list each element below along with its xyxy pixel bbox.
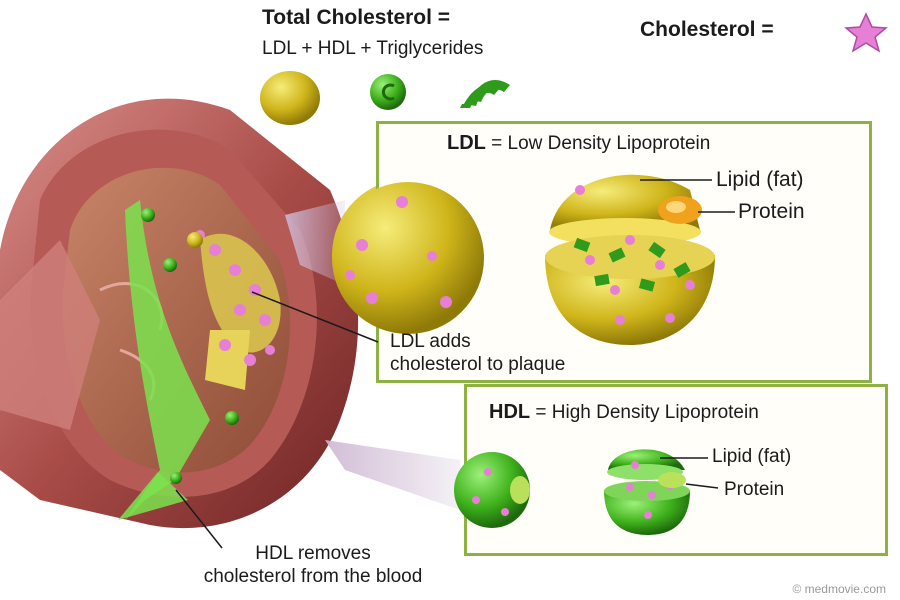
ldl-plaque-leader	[251, 291, 379, 343]
hdl-flow-arrow	[125, 200, 210, 520]
hdl-particle-icon	[370, 74, 406, 110]
total-cholesterol-formula: LDL + HDL + Triglycerides	[262, 38, 484, 59]
hdl-zoom-beam	[325, 440, 460, 510]
hdl-panel-title: HDL = High Density Lipoprotein	[489, 401, 759, 424]
hdl-removal-callout: HDL removes cholesterol from the blood	[148, 542, 478, 588]
ldl-lipid-label: Lipid (fat)	[716, 168, 804, 191]
ldl-full-name: = Low Density Lipoprotein	[491, 133, 711, 154]
hdl-protein-leader	[685, 483, 719, 489]
hdl-callout-line-1: HDL removes	[255, 543, 371, 564]
hdl-sphere	[454, 452, 530, 528]
ldl-abbr: LDL	[447, 132, 486, 154]
hdl-info-panel: HDL = High Density Lipoprotein	[464, 384, 888, 556]
hdl-lipid-label: Lipid (fat)	[712, 446, 792, 467]
hdl-full-name: = High Density Lipoprotein	[535, 402, 759, 423]
cholesterol-star-icon	[844, 12, 888, 53]
ldl-plaque-callout: LDL adds cholesterol to plaque	[390, 330, 565, 376]
hdl-protein-label: Protein	[724, 479, 785, 500]
triglycerides-icon	[460, 80, 510, 108]
copyright-watermark: © medmovie.com	[792, 582, 886, 596]
ldl-callout-line-2: cholesterol to plaque	[390, 354, 566, 375]
ldl-callout-line-1: LDL adds	[390, 331, 471, 352]
hdl-cutaway	[604, 449, 690, 535]
ldl-zoom-beam	[285, 200, 345, 285]
plaque-cholesterol-dots	[195, 230, 275, 366]
hdl-callout-line-2: cholesterol from the blood	[203, 566, 423, 587]
ldl-particle-icon	[260, 71, 320, 125]
ldl-sphere	[332, 182, 484, 334]
ldl-protein-label: Protein	[738, 200, 805, 223]
total-cholesterol-title: Total Cholesterol =	[262, 6, 451, 29]
hdl-removal-leader	[175, 489, 223, 549]
cholesterol-key-label: Cholesterol =	[640, 18, 774, 41]
hdl-abbr: HDL	[489, 401, 531, 423]
ldl-cutaway	[545, 174, 715, 345]
ldl-panel-title: LDL = Low Density Lipoprotein	[447, 132, 710, 155]
artery-illustration	[0, 98, 359, 529]
